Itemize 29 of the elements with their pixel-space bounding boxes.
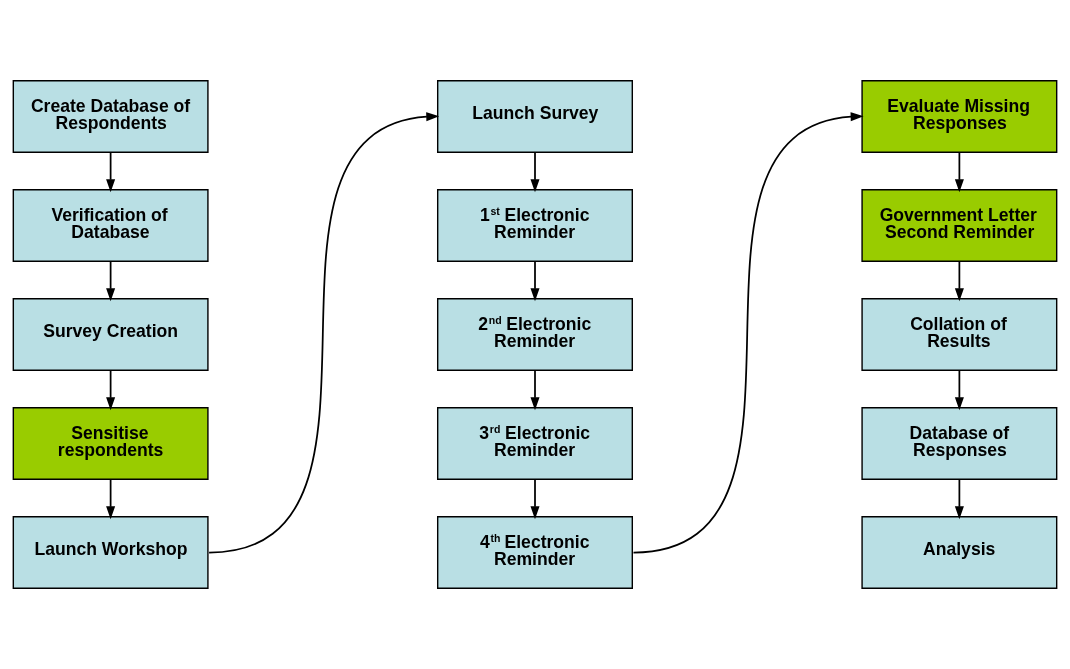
- arrow: [530, 260, 540, 302]
- node-box: 1$^{st}$ Electronic Reminder: [437, 189, 633, 262]
- node-box: Government Letter Second Reminder: [861, 189, 1058, 262]
- node-box: Survey Creation: [12, 298, 209, 371]
- node-box: Evaluate Missing Responses: [861, 80, 1058, 153]
- node-box: Database of Responses: [861, 407, 1058, 480]
- arrow: [954, 151, 964, 193]
- node-box: Verification of Database: [12, 189, 209, 262]
- arrow: [632, 112, 864, 554]
- arrow: [208, 112, 440, 554]
- node-box: Analysis: [861, 516, 1058, 589]
- node-box: Launch Survey: [437, 80, 633, 153]
- arrow: [106, 369, 116, 411]
- arrow: [106, 151, 116, 193]
- arrow: [530, 478, 540, 520]
- node-box: Launch Workshop: [12, 516, 209, 589]
- node-box: Create Database of Respondents: [12, 80, 209, 153]
- node-box: Sensitise respondents: [12, 407, 209, 480]
- node-box: Collation of Results: [861, 298, 1058, 371]
- arrow: [106, 260, 116, 302]
- arrow: [530, 151, 540, 193]
- arrow: [530, 369, 540, 411]
- node-box: 3$^{rd}$ Electronic Reminder: [437, 407, 633, 480]
- arrow: [954, 260, 964, 302]
- node-box: 2$^{nd}$ Electronic Reminder: [437, 298, 633, 371]
- arrow: [954, 478, 964, 520]
- node-box: 4$^{th}$ Electronic Reminder: [437, 516, 633, 589]
- arrow: [106, 478, 116, 520]
- arrow: [954, 369, 964, 411]
